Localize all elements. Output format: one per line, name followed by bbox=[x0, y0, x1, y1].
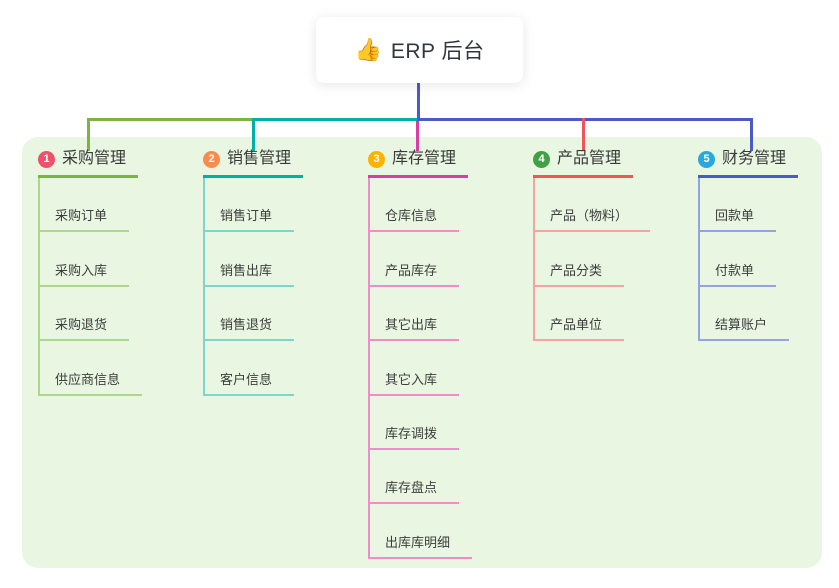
branch-node-sales[interactable]: 2 销售管理 bbox=[203, 148, 303, 178]
branch-label: 销售管理 bbox=[227, 150, 292, 167]
branch-node-finance[interactable]: 5 财务管理 bbox=[698, 148, 798, 178]
leaf-node[interactable]: 销售订单 bbox=[203, 205, 295, 233]
branch-child-connector bbox=[533, 178, 535, 341]
root-title: ERP 后台 bbox=[390, 40, 485, 63]
branch-drop-line-1 bbox=[87, 118, 90, 151]
leaf-node[interactable]: 回款单 bbox=[698, 205, 777, 233]
leaf-node[interactable]: 其它入库 bbox=[368, 369, 460, 396]
root-node-erp[interactable]: 👍 ERP 后台 bbox=[316, 17, 523, 83]
leaf-node[interactable]: 库存调拨 bbox=[368, 423, 460, 450]
branch-child-connector bbox=[38, 178, 40, 396]
branch-column-sales: 2 销售管理 销售订单 销售出库 销售退货 客户信息 bbox=[203, 148, 363, 396]
leaf-node[interactable]: 付款单 bbox=[698, 260, 777, 287]
leaf-node[interactable]: 库存盘点 bbox=[368, 477, 460, 505]
root-connector-line bbox=[417, 83, 420, 121]
branch-drop-line-3 bbox=[416, 121, 419, 151]
leaf-node[interactable]: 采购订单 bbox=[38, 205, 130, 233]
leaf-node[interactable]: 供应商信息 bbox=[38, 369, 143, 396]
branch-node-purchase[interactable]: 1 采购管理 bbox=[38, 148, 138, 178]
branch-label: 采购管理 bbox=[62, 150, 127, 167]
leaf-node[interactable]: 产品分类 bbox=[533, 260, 625, 287]
leaf-node[interactable]: 出库库明细 bbox=[368, 532, 473, 559]
leaf-node[interactable]: 采购入库 bbox=[38, 260, 130, 287]
leaf-node[interactable]: 其它出库 bbox=[368, 314, 460, 342]
branch-number-badge: 1 bbox=[38, 150, 55, 168]
branch-node-inventory[interactable]: 3 库存管理 bbox=[368, 148, 468, 178]
leaf-node[interactable]: 销售退货 bbox=[203, 314, 295, 342]
branch-node-product[interactable]: 4 产品管理 bbox=[533, 148, 633, 178]
branch-column-inventory: 3 库存管理 仓库信息 产品库存 其它出库 其它入库 库存调拨 库存盘点 出库库… bbox=[368, 148, 528, 559]
branch-column-finance: 5 财务管理 回款单 付款单 结算账户 bbox=[698, 148, 839, 342]
branch-child-connector bbox=[368, 178, 370, 559]
branch-drop-line-5 bbox=[750, 118, 753, 151]
connector-bus-green bbox=[87, 118, 254, 121]
mindmap-background-panel bbox=[22, 137, 822, 568]
thumbs-up-icon: 👍 bbox=[354, 37, 382, 62]
leaf-node[interactable]: 产品单位 bbox=[533, 314, 625, 342]
branch-drop-line-2 bbox=[252, 118, 255, 151]
branch-label: 财务管理 bbox=[722, 150, 787, 167]
connector-bus-teal bbox=[254, 118, 417, 121]
branch-column-purchase: 1 采购管理 采购订单 采购入库 采购退货 供应商信息 bbox=[38, 148, 198, 396]
branch-number-badge: 3 bbox=[368, 150, 385, 168]
leaf-node[interactable]: 采购退货 bbox=[38, 314, 130, 342]
leaf-node[interactable]: 仓库信息 bbox=[368, 205, 460, 233]
leaf-node[interactable]: 客户信息 bbox=[203, 369, 295, 396]
connector-bus-blue bbox=[417, 118, 753, 121]
branch-drop-line-4 bbox=[582, 118, 585, 151]
branch-column-product: 4 产品管理 产品（物料） 产品分类 产品单位 bbox=[533, 148, 693, 342]
branch-label: 库存管理 bbox=[392, 150, 457, 167]
leaf-node[interactable]: 销售出库 bbox=[203, 260, 295, 287]
branch-child-connector bbox=[203, 178, 205, 396]
leaf-node[interactable]: 产品库存 bbox=[368, 260, 460, 287]
leaf-node[interactable]: 产品（物料） bbox=[533, 205, 651, 233]
leaf-node[interactable]: 结算账户 bbox=[698, 314, 790, 342]
branch-child-connector bbox=[698, 178, 700, 341]
branch-number-badge: 5 bbox=[698, 150, 715, 168]
branch-number-badge: 2 bbox=[203, 150, 220, 168]
branch-label: 产品管理 bbox=[557, 150, 622, 167]
branch-number-badge: 4 bbox=[533, 150, 550, 168]
